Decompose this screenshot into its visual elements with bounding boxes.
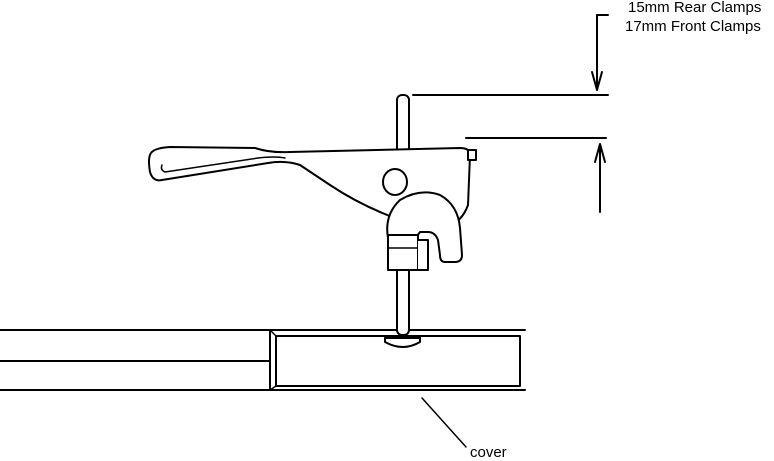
cover-leader-line [422, 398, 466, 447]
base-plate [0, 330, 525, 390]
rear-clamps-label: 15mm Rear Clamps [628, 0, 761, 16]
clamp-lever [149, 147, 476, 270]
front-clamps-label: 17mm Front Clamps [625, 18, 761, 35]
cover-label: cover [470, 444, 507, 461]
